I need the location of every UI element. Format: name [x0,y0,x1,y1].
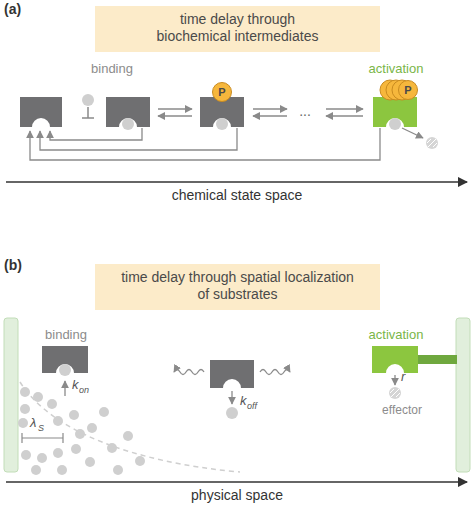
rate-symbol: r [401,370,405,384]
reset-arrow [40,128,237,150]
diffusion-arrow [260,370,290,375]
phosphate-circle: P [398,80,418,100]
substrate-dot [20,404,30,414]
substrate-dot [53,448,63,458]
phosphate-label: P [404,85,411,96]
substrate-dot [18,418,28,428]
binding-symbol [82,107,94,118]
enzyme-box [20,97,62,127]
rate-arrow [394,375,395,385]
length-subscript: S [38,424,44,434]
axis-arrow [6,181,467,183]
banner-text: time delay through biochemical intermedi… [145,11,330,45]
effector-dot [426,137,438,149]
substrate-dot [216,118,228,130]
axis-label: chemical state space [172,188,303,203]
effector-hatch [427,139,437,147]
panel-letter: (b) [4,258,22,273]
title-banner: time delay through biochemical intermedi… [95,6,380,52]
equilibrium-arrow [326,108,363,109]
equilibrium-arrow [326,115,363,116]
substrate-dot [69,410,79,420]
substrate-dot [135,456,145,466]
length-bracket [22,433,63,443]
active-enzyme-box [372,346,418,373]
left-membrane [4,318,18,472]
substrate-dot [75,429,85,439]
phosphate-circle: P [212,82,232,102]
equilibrium-arrow [253,108,287,109]
substrate-dot [57,465,67,475]
substrate-dot [37,453,47,463]
equilibrium-arrow [158,108,192,109]
substrate-dot [107,443,117,453]
rate-arrow [231,391,232,404]
substrate-dot [59,364,71,376]
enzyme-box [210,360,254,388]
substrate-dot [33,392,43,402]
right-membrane [456,318,470,472]
substrate-dot [87,423,97,433]
gradient-curve [20,382,240,472]
substrate-dot [113,465,123,475]
release-arrow [402,128,423,138]
length-symbol: λ [30,416,36,430]
substrate-dot [20,387,30,397]
substrate-dot [99,407,109,417]
step-label: binding [91,62,133,76]
banner-text: time delay through spatial localization … [120,269,355,303]
step-label: activation [369,328,424,342]
effector-hatch [390,389,400,397]
phosphate-label: P [218,87,225,98]
membrane-anchor [417,355,457,364]
axis-arrow [6,481,467,483]
reset-arrow [50,128,142,140]
equilibrium-arrow [158,115,192,116]
rate-symbol: k [240,394,247,408]
rate-symbol: k [72,378,79,392]
substrate-dot [226,407,238,419]
substrate-cloud [18,387,145,475]
equilibrium-arrow [253,115,287,116]
effector-label: effector [382,404,422,417]
substrate-dot [85,457,95,467]
panel-letter: (a) [4,2,21,17]
substrate-dot [122,118,134,130]
substrate-dot [123,431,133,441]
substrate-dot [389,118,401,130]
step-label: binding [45,328,87,342]
rate-subscript: off [247,402,257,412]
substrate-dot [82,94,94,106]
substrate-dot [53,416,63,426]
rate-arrow [64,381,65,396]
effector-dot [389,387,401,399]
ellipsis: ... [299,104,311,119]
diffusion-arrow [174,370,204,375]
rate-subscript: on [79,386,89,396]
substrate-dot [71,444,81,454]
reset-arrow [30,128,380,160]
step-label: activation [369,62,424,76]
substrate-dot [31,465,41,475]
title-banner: time delay through spatial localization … [95,264,380,310]
substrate-dot [21,450,31,460]
substrate-dot [47,399,57,409]
axis-label: physical space [191,488,283,503]
